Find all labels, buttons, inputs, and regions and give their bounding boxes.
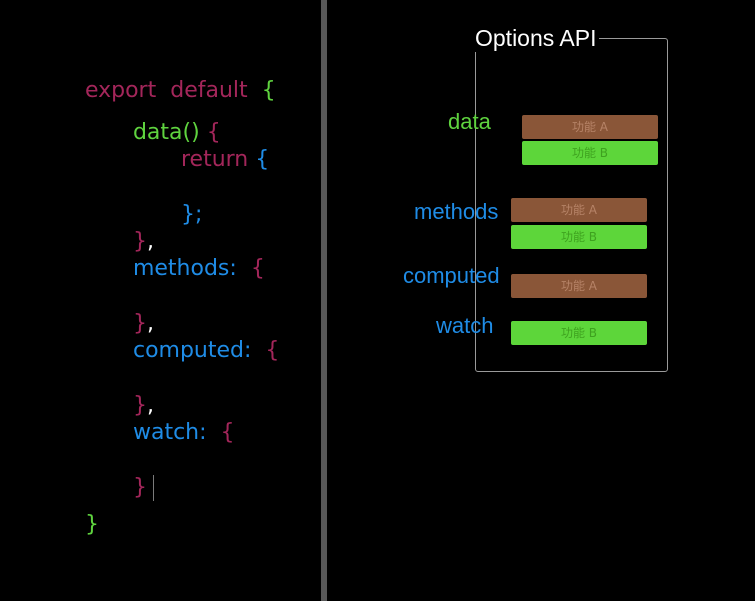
keyword-default: default <box>170 78 248 103</box>
code-methods: methods: <box>132 256 237 281</box>
comma: , <box>146 393 154 418</box>
code-line-export: export default { <box>43 52 276 130</box>
label-computed: computed <box>403 263 500 288</box>
code-line-computed: computed: { <box>91 312 279 390</box>
label-methods: methods <box>414 199 499 224</box>
brace-open: { <box>250 256 265 281</box>
code-line-watch-close: } <box>91 449 154 527</box>
code-watch: watch: <box>132 420 207 445</box>
feature-a-bar-computed: 功能 A <box>511 274 647 298</box>
code-computed: computed: <box>132 338 252 363</box>
code-line-export-close: } <box>43 486 99 564</box>
feature-a-bar-methods: 功能 A <box>511 198 647 222</box>
code-line-data: data() { <box>91 94 221 172</box>
code-data: data() <box>132 120 200 145</box>
brace-open: { <box>220 420 235 445</box>
brace-close: } <box>132 229 147 254</box>
brace-close: } <box>132 311 147 336</box>
comma: , <box>146 229 154 254</box>
keyword-export: export <box>84 78 157 103</box>
code-line-computed-close: }, <box>91 367 154 445</box>
text-cursor <box>152 475 154 501</box>
feature-a-bar-data: 功能 A <box>522 115 658 139</box>
brace-close: }; <box>180 202 203 227</box>
brace-close: } <box>132 393 147 418</box>
diagram-panel <box>342 0 755 601</box>
feature-b-bar-methods: 功能 B <box>511 225 647 249</box>
keyword-return: return <box>180 147 249 172</box>
panel-divider[interactable] <box>321 0 327 601</box>
panel-gap <box>327 0 342 601</box>
brace-open: { <box>255 147 270 172</box>
label-data: data <box>448 109 491 134</box>
feature-b-bar-data: 功能 B <box>522 141 658 165</box>
code-line-return-close: }; <box>139 176 202 254</box>
brace-close: } <box>132 475 147 500</box>
code-line-return: return { <box>139 121 269 199</box>
feature-b-bar-watch: 功能 B <box>511 321 647 345</box>
brace-open: { <box>265 338 280 363</box>
brace-open: { <box>206 120 221 145</box>
brace-open: { <box>261 78 276 103</box>
code-line-watch: watch: { <box>91 394 235 472</box>
label-watch: watch <box>436 313 494 338</box>
options-api-title: Options API <box>472 24 600 52</box>
code-line-methods-close: }, <box>91 285 154 363</box>
brace-close: } <box>84 512 99 537</box>
code-line-data-close: }, <box>91 203 154 281</box>
comma: , <box>146 311 154 336</box>
code-line-methods: methods: { <box>91 230 265 308</box>
code-editor-panel[interactable]: export default { data() { return { }; },… <box>0 0 321 601</box>
